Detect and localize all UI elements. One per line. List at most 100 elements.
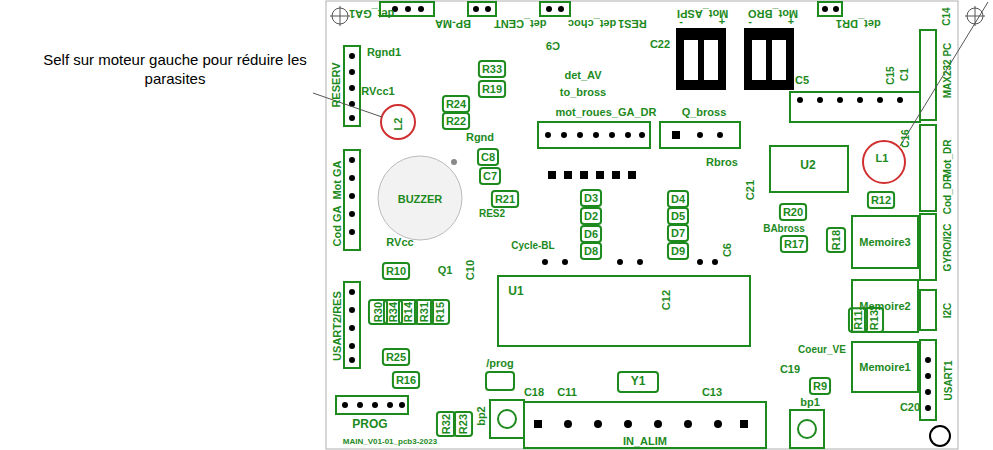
- silkscreen-label: R21: [495, 193, 515, 205]
- silkscreen-label: R13: [868, 310, 880, 330]
- component-outline: [431, 300, 449, 324]
- component-outline: [668, 191, 688, 207]
- silkscreen-label: C13: [702, 386, 722, 398]
- silkscreen-label: Memoire1: [859, 361, 910, 373]
- silkscreen-label: Coeur_VE: [798, 344, 846, 355]
- silkscreen-label: det_CENT: [494, 18, 547, 30]
- connector-outlines: [336, 2, 936, 448]
- silkscreen-label: D6: [584, 228, 598, 240]
- silkscreen-label: C19: [780, 363, 800, 375]
- component-outline: [668, 225, 688, 241]
- silkscreen-label: to_bross: [560, 86, 606, 98]
- silkscreen-label: MAX232 PC: [942, 42, 953, 98]
- silkscreen-label: D7: [671, 227, 685, 239]
- component-outline: [780, 204, 806, 220]
- silkscreen-label: D9: [671, 245, 685, 257]
- component-outline: [492, 191, 518, 207]
- silkscreen-label: R22: [446, 115, 466, 127]
- silkscreen-label: C5: [795, 74, 809, 86]
- silkscreen-label: mot_roues_GA_DR: [556, 106, 657, 118]
- silkscreen-label: USART1: [942, 360, 953, 400]
- component-outline: [479, 81, 505, 97]
- silkscreen-label: USART2/RES: [331, 291, 343, 361]
- silkscreen-label: Mot_DR: [943, 139, 954, 177]
- silkscreen-label: R18: [830, 230, 842, 250]
- silkscreen-label: R24: [446, 98, 466, 110]
- silkscreen-label: BAbross: [763, 223, 805, 234]
- silkscreen-label: RES1: [618, 18, 647, 30]
- silkscreen-label: det_GA1: [349, 8, 394, 20]
- silkscreen-label: C12: [660, 290, 672, 310]
- component-outline: [668, 243, 688, 259]
- silkscreen-label: Rbros: [706, 156, 738, 168]
- pads: [342, 6, 931, 428]
- component-outline: [480, 168, 500, 184]
- component-outline: [454, 412, 472, 436]
- silkscreen-label: R20: [783, 206, 803, 218]
- silkscreen-label: Cod GA: [331, 206, 343, 247]
- silkscreen-label: +: [719, 15, 725, 27]
- component-outline: [383, 263, 409, 279]
- component-outline: [581, 243, 601, 259]
- silkscreen-label: Mot GA: [331, 160, 343, 199]
- component-outline: [443, 113, 469, 129]
- silkscreen-label: Cod_DR: [942, 174, 953, 213]
- silkscreen-label: C16: [899, 129, 910, 147]
- silkscreen-label: R33: [482, 63, 502, 75]
- silkscreen-label: C1: [898, 68, 909, 81]
- silkscreen-label: D3: [584, 192, 598, 204]
- inductor-outline: [381, 105, 415, 139]
- component-outline: [810, 378, 830, 394]
- silkscreen-label: R17: [784, 238, 804, 250]
- silkscreen-label: C8: [481, 151, 495, 163]
- silkscreen-label: C11: [557, 386, 577, 398]
- silkscreen-label: R14: [402, 302, 414, 322]
- silkscreen-label: Memoire2: [859, 300, 910, 312]
- silkscreen-label: R12: [871, 194, 891, 206]
- silkscreen-label: C7: [483, 170, 497, 182]
- silkscreen-label: -: [748, 15, 752, 27]
- silkscreen-label: R25: [386, 351, 406, 363]
- component-outline: [393, 372, 419, 388]
- component-outline: [581, 190, 601, 206]
- component-outline: [781, 236, 807, 252]
- silkscreen-label: C9: [546, 40, 560, 52]
- silkscreen-label: bp2: [475, 406, 487, 426]
- component-outline: [581, 226, 601, 242]
- silkscreen-label: R34: [387, 302, 399, 322]
- silkscreen-label: +: [788, 15, 794, 27]
- silkscreen-label: D4: [671, 193, 685, 205]
- silkscreen-label: GYRO/I2C: [942, 223, 953, 271]
- silkscreen-label: RVcc1: [361, 85, 394, 97]
- silkscreen-label: /prog: [486, 357, 514, 369]
- silkscreen-label: PROG: [352, 418, 387, 431]
- leader-line: [900, 2, 988, 146]
- silkscreen-label: MAIN_V01-01_pcb3-2023: [343, 438, 437, 447]
- silkscreen-label: BP-MA: [435, 18, 471, 30]
- silkscreen-label: R31: [418, 302, 430, 322]
- silkscreen-label: R9: [813, 380, 827, 392]
- silkscreen-label: det_AV: [564, 69, 601, 81]
- silkscreen-label: Q_bross: [682, 106, 727, 118]
- silkscreen-label: C14: [940, 7, 951, 25]
- silkscreen-label: Memoire3: [859, 236, 910, 248]
- mounting-holes: [330, 6, 985, 446]
- silkscreen-label: RES2: [479, 208, 505, 219]
- annotation-note: Self sur moteur gauche pour réduire les …: [35, 51, 315, 89]
- silkscreen-label: C18: [524, 386, 544, 398]
- silkscreen-label: RESERV: [331, 62, 343, 107]
- buzzer-outline: [378, 156, 462, 240]
- component-outline: [478, 149, 498, 165]
- silkscreen-label: U2: [800, 159, 815, 172]
- silkscreen-label: bp1: [800, 396, 820, 408]
- silkscreen-label: U1: [508, 285, 523, 298]
- silkscreen-label: det_DR1: [836, 18, 881, 30]
- silkscreen-label: C20: [900, 401, 920, 413]
- silkscreen-label: D8: [584, 245, 598, 257]
- silkscreen-label: det_choc: [568, 18, 616, 30]
- silkscreen-label: BUZZER: [398, 193, 443, 205]
- silkscreen-label: Cycle-BL: [511, 240, 554, 251]
- silkscreen-label: R19: [482, 83, 502, 95]
- silkscreen-label: R16: [396, 374, 416, 386]
- component-outline: [668, 208, 688, 224]
